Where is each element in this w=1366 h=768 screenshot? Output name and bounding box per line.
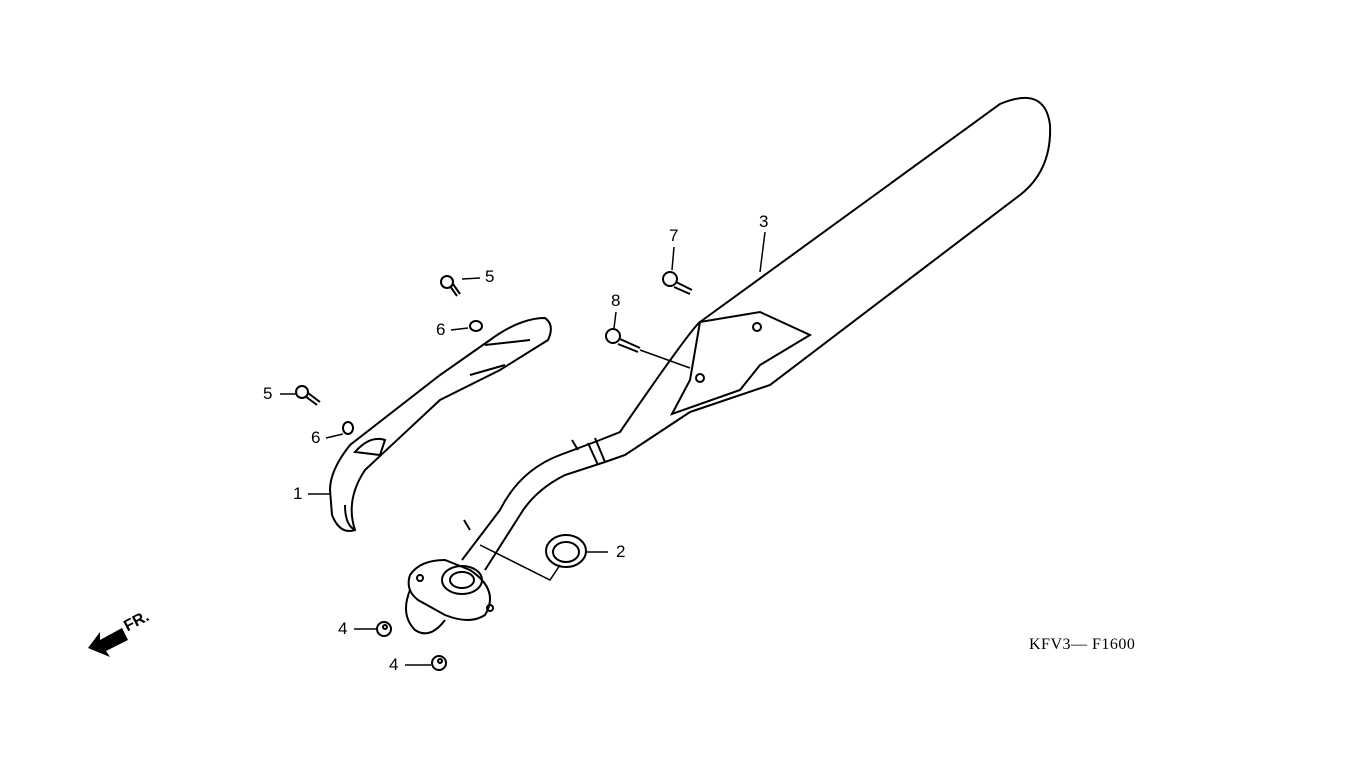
front-direction-arrow-icon	[88, 628, 128, 657]
gasket-leader	[479, 544, 561, 581]
washer-part-6-a[interactable]	[469, 320, 483, 332]
diagram-code: KFV3— F1600	[1029, 636, 1136, 653]
muffler-part-3[interactable]	[461, 96, 1052, 571]
screw-part-5-b[interactable]	[295, 385, 321, 406]
callout-5b: 5	[263, 384, 273, 403]
nut-part-4-a[interactable]	[376, 621, 392, 637]
heat-guard-part-1[interactable]	[328, 316, 552, 532]
callout-8: 8	[611, 291, 621, 310]
callout-6b: 6	[311, 428, 321, 447]
washer-part-6-b[interactable]	[342, 421, 354, 435]
callout-7: 7	[669, 226, 679, 245]
callout-6a: 6	[436, 320, 446, 339]
callout-4b: 4	[389, 655, 399, 674]
exhaust-flange	[405, 558, 494, 635]
callout-5a: 5	[485, 267, 495, 286]
nut-part-4-b[interactable]	[431, 655, 447, 671]
callout-3: 3	[759, 212, 769, 231]
callout-1: 1	[293, 484, 303, 503]
bolt-part-7[interactable]	[662, 271, 693, 295]
gasket-part-2[interactable]	[545, 534, 587, 568]
screw-part-5-a[interactable]	[440, 275, 461, 297]
callout-2: 2	[616, 542, 626, 561]
callout-4a: 4	[338, 619, 348, 638]
leader-lines	[280, 231, 766, 666]
bolt-part-8[interactable]	[605, 328, 641, 353]
